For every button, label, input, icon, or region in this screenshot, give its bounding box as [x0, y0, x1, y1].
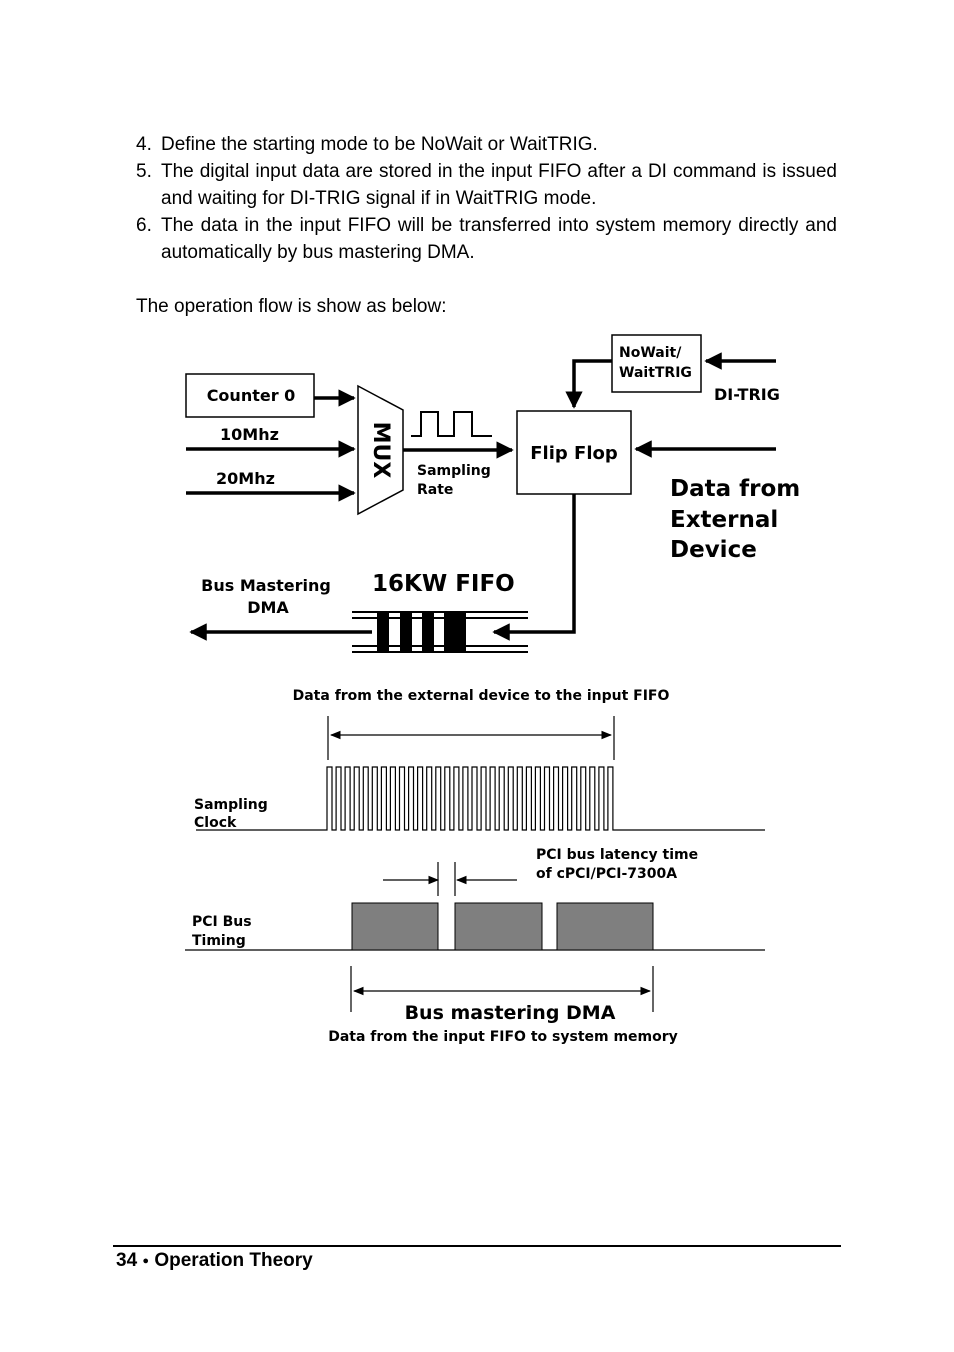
- sampling-clock-waveform: [196, 766, 765, 831]
- clk10-label: 10Mhz: [220, 425, 279, 444]
- item-text: The data in the input FIFO will be trans…: [161, 215, 837, 263]
- flipflop-label: Flip Flop: [530, 443, 618, 464]
- timing-top-caption: Data from the external device to the inp…: [293, 688, 670, 704]
- nowait-label-1: NoWait/: [619, 345, 682, 361]
- dma-caption: Data from the input FIFO to system memor…: [328, 1029, 678, 1045]
- external-label-2: External: [670, 507, 778, 533]
- pci-burst-2: [454, 902, 543, 951]
- pulse-symbol: [411, 411, 492, 437]
- item-number: 4.: [136, 134, 152, 155]
- list-item: 6. The data in the input FIFO will be tr…: [136, 212, 837, 266]
- sampling-rate-label-1: Sampling: [417, 463, 491, 479]
- block-diagram: Counter 0 10Mhz 20Mhz MUX Sampling Rate …: [185, 334, 800, 653]
- intro-text: The operation flow is show as below:: [136, 296, 447, 317]
- nowait-box: [611, 334, 702, 393]
- nowait-arrow: [565, 359, 612, 409]
- timing-diagram: Data from the external device to the inp…: [185, 688, 765, 1045]
- clk20-label: 20Mhz: [216, 469, 275, 488]
- section-title: Operation Theory: [154, 1250, 313, 1271]
- counter0-label: Counter 0: [207, 386, 296, 405]
- item-number: 6.: [136, 215, 152, 236]
- sampling-clock-label-1: Sampling: [194, 797, 268, 813]
- latency-label-1: PCI bus latency time: [536, 847, 698, 863]
- external-label-3: Device: [670, 537, 757, 563]
- pci-burst-3: [556, 902, 654, 951]
- busdma-label-1: Bus Mastering: [201, 576, 331, 595]
- bullet-icon: ●: [142, 1255, 150, 1267]
- mux-block: [357, 384, 404, 516]
- list-item: 4. Define the starting mode to be NoWait…: [136, 131, 837, 158]
- fifo-symbol: [352, 611, 528, 653]
- sampling-rate-label-2: Rate: [417, 482, 453, 498]
- page-number: 34: [116, 1250, 138, 1271]
- ditrig-label: DI-TRIG: [714, 385, 780, 404]
- mux-label: MUX: [368, 422, 393, 479]
- counter0-box: [185, 373, 315, 418]
- item-number: 5.: [136, 161, 152, 182]
- nowait-label-2: WaitTRIG: [619, 365, 692, 381]
- footer-rule: [113, 1245, 841, 1247]
- latency-label-2: of cPCI/PCI-7300A: [536, 866, 677, 882]
- step-list: 4. Define the starting mode to be NoWait…: [136, 131, 837, 266]
- list-item: 5. The digital input data are stored in …: [136, 158, 837, 212]
- external-label-1: Data from: [670, 476, 800, 502]
- fifo-label: 16KW FIFO: [372, 571, 515, 597]
- item-text: Define the starting mode to be NoWait or…: [161, 134, 598, 155]
- item-text: The digital input data are stored in the…: [161, 161, 837, 209]
- dma-title: Bus mastering DMA: [405, 1002, 616, 1024]
- pci-bus-label-1: PCI Bus: [192, 914, 252, 930]
- page-footer: 34 ● Operation Theory: [116, 1250, 313, 1272]
- pci-bus-label-2: Timing: [192, 933, 246, 949]
- pci-burst-1: [351, 902, 439, 951]
- sampling-clock-label-2: Clock: [194, 815, 237, 831]
- flipflop-to-fifo-arrow: [492, 494, 576, 641]
- busdma-label-2: DMA: [247, 598, 289, 617]
